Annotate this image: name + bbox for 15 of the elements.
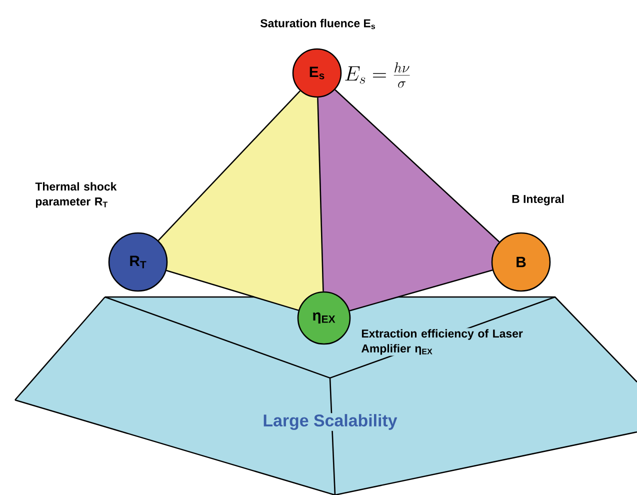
circle-node: E$_{s}$ (292, 48, 342, 98)
node-caption: Saturation fluence E$_{s}$ (260, 18, 376, 30)
circle-node: R$_{T}$ (108, 232, 168, 292)
formula: $E_s = \frac{h\nu}{\sigma}$ (345, 62, 410, 88)
line (349, 269, 493, 312)
line (158, 90, 301, 241)
circle-node: η$_{EX}$ (297, 291, 351, 345)
node-caption: B Integral (512, 194, 564, 206)
line (334, 89, 500, 242)
circle-node: B (491, 232, 551, 292)
node-caption: Extraction efficiency of Laser Amplifier η$_{EX}$ (361, 329, 523, 355)
base-label: Large Scalability (264, 414, 398, 430)
line (166, 270, 299, 311)
node-caption: Thermal shock parameter R$_{T}$ (35, 182, 117, 208)
line (317, 98, 324, 292)
